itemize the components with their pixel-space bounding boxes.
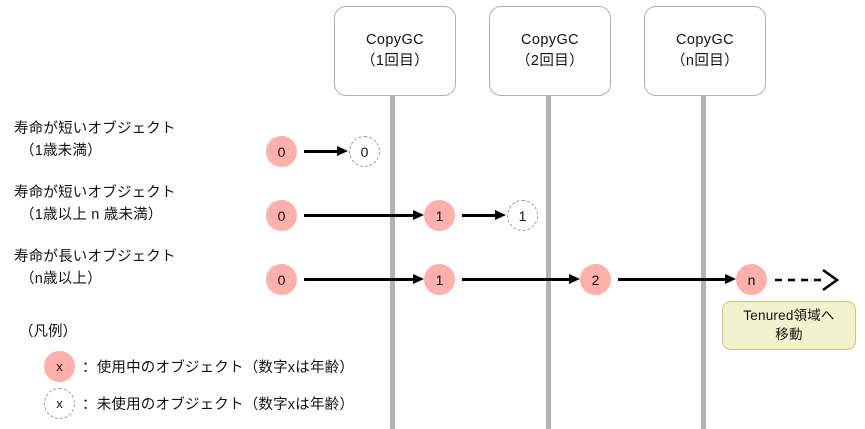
gc-timeline-rail-2 [546, 88, 551, 429]
object-row3-age1-live-value: 1 [435, 271, 444, 288]
arrow-row2-2 [462, 210, 506, 220]
object-row1-age0-dead[interactable]: 0 [349, 136, 380, 167]
object-row3-age0-live-value: 0 [277, 271, 286, 288]
object-row2-age0-live-value: 0 [277, 207, 286, 224]
object-row3-age0-live[interactable]: 0 [266, 264, 297, 295]
row-1-label-line1: 寿命が短いオブジェクト [14, 121, 176, 137]
object-row3-age1-live[interactable]: 1 [424, 264, 455, 295]
object-row1-age0-live-value: 0 [277, 143, 286, 160]
object-row1-age0-dead-value: 0 [360, 143, 369, 160]
gc-phase-box-3-line1: CopyGC [676, 31, 734, 48]
arrow-promotion-dashed [775, 268, 840, 292]
object-row3-agen-live[interactable]: n [736, 264, 767, 295]
gc-timeline-rail-1 [390, 88, 395, 429]
row-3-label-line1: 寿命が長いオブジェクト [14, 249, 176, 265]
gc-phase-box-1-line1: CopyGC [366, 31, 424, 48]
legend-live-object-symbol: x [56, 359, 63, 374]
object-row1-age0-live[interactable]: 0 [266, 136, 297, 167]
arrow-row2-1 [304, 210, 424, 220]
gc-phase-box-3-line2: （n回目） [670, 53, 740, 69]
object-row2-age1-live[interactable]: 1 [424, 200, 455, 231]
object-row2-age1-dead[interactable]: 1 [507, 200, 538, 231]
row-3-label-line2: （n歳以上） [20, 270, 102, 287]
legend-live-object-icon: x [44, 351, 75, 382]
gc-phase-box-1-line2: （1回目） [360, 53, 430, 69]
row-label-short-lived-1-to-n: 寿命が短いオブジェクト （1歳以上 n 歳未満） [14, 183, 176, 227]
object-row3-age2-live-value: 2 [591, 271, 600, 288]
legend-dead-object-text: ：未使用のオブジェクト（数字xは年齢） [82, 397, 355, 413]
object-row2-age1-dead-value: 1 [518, 207, 527, 224]
row-2-label-line1: 寿命が短いオブジェクト [14, 185, 176, 201]
object-row3-agen-live-value: n [747, 271, 756, 288]
legend-dead-object-icon: x [44, 388, 75, 419]
row-2-label-line2: （1歳以上 n 歳未満） [20, 206, 163, 223]
row-label-long-lived: 寿命が長いオブジェクト （n歳以上） [14, 247, 176, 291]
legend-item-live-object: x ：使用中のオブジェクト（数字xは年齢） [44, 351, 354, 382]
legend-dead-object-symbol: x [56, 396, 63, 411]
object-row2-age0-live[interactable]: 0 [266, 200, 297, 231]
tenured-promotion-callout[interactable]: Tenured領域へ 移動 [722, 301, 856, 350]
arrow-row3-3 [618, 274, 736, 284]
tenured-callout-line2: 移動 [775, 326, 803, 342]
gc-phase-box-1[interactable]: CopyGC （1回目） [334, 6, 456, 96]
gc-phase-box-3[interactable]: CopyGC （n回目） [644, 6, 766, 96]
gc-phase-box-2[interactable]: CopyGC （2回目） [489, 6, 611, 96]
row-1-label-line2: （1歳未満） [20, 142, 102, 159]
arrow-row3-1 [304, 274, 424, 284]
legend-live-object-text: ：使用中のオブジェクト（数字xは年齢） [82, 360, 355, 376]
legend-heading: （凡例） [19, 324, 77, 340]
arrow-row1-1 [304, 146, 348, 156]
gc-phase-box-2-line2: （2回目） [515, 53, 585, 69]
row-label-short-lived-under-1: 寿命が短いオブジェクト （1歳未満） [14, 119, 176, 163]
tenured-callout-line1: Tenured領域へ [743, 307, 835, 323]
object-row2-age1-live-value: 1 [435, 207, 444, 224]
legend-item-dead-object: x ：未使用のオブジェクト（数字xは年齢） [44, 388, 354, 419]
arrow-row3-2 [462, 274, 580, 284]
object-row3-age2-live[interactable]: 2 [580, 264, 611, 295]
gc-phase-box-2-line1: CopyGC [521, 31, 579, 48]
gc-timeline-rail-3 [701, 88, 706, 429]
